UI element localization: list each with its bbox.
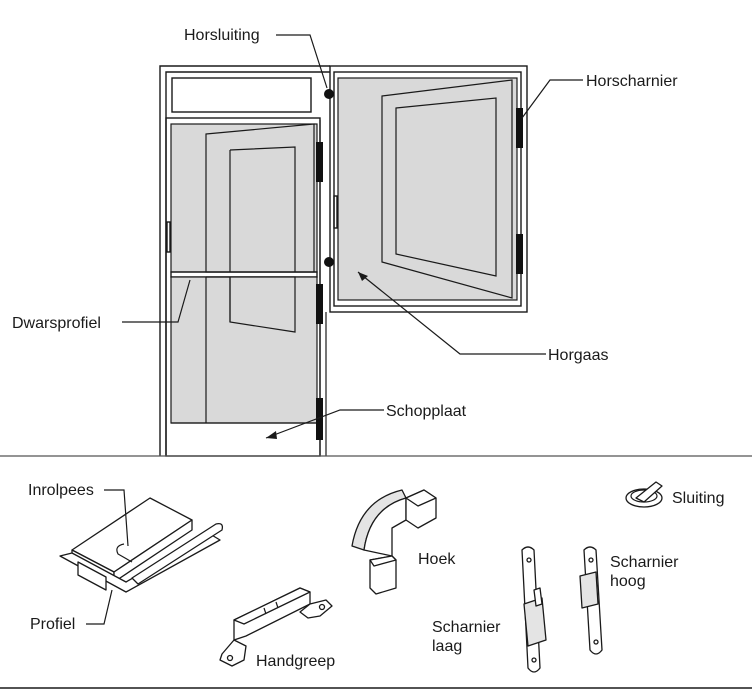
leader-lines-top xyxy=(122,34,583,439)
label-scharnier-laag-2: laag xyxy=(432,638,462,655)
hinge-high-hole-top xyxy=(588,557,594,563)
label-inrolpees: Inrolpees xyxy=(28,482,94,499)
hinge-low-pin xyxy=(533,587,543,607)
hinge-high-knuckle xyxy=(579,571,599,609)
label-scharnier-hoog-2: hoog xyxy=(610,573,646,590)
label-schopplaat: Schopplaat xyxy=(386,403,467,420)
handle-foot-left xyxy=(219,639,247,667)
label-scharnier-laag-1: Scharnier xyxy=(432,619,501,636)
leader-dwarsprofiel xyxy=(122,279,191,323)
corner-part xyxy=(351,489,437,595)
closure-dot-upper xyxy=(324,89,334,99)
handle-bar-top xyxy=(233,587,311,625)
leader-horsluiting xyxy=(276,34,328,89)
leader-inrolpees xyxy=(104,489,129,547)
handle-hole-left xyxy=(226,654,234,662)
hinge-low-part xyxy=(521,546,547,673)
hinge-lower-left xyxy=(316,284,323,324)
door-assembly xyxy=(0,65,752,457)
handle-foot-right xyxy=(299,599,333,619)
arrow-schopplaat xyxy=(266,431,277,439)
profile-rod xyxy=(131,522,224,585)
label-hoek: Hoek xyxy=(418,551,456,568)
corner-arm-down-top xyxy=(369,555,397,567)
corner-body xyxy=(363,497,407,557)
latch-part xyxy=(625,481,663,508)
label-horsluiting: Horsluiting xyxy=(184,27,260,44)
hinge-low-hole-bottom xyxy=(531,657,537,663)
arrow-horgaas xyxy=(358,272,368,281)
hinge-upper-right xyxy=(516,108,523,148)
left-upper-open-sash xyxy=(205,123,315,273)
hinge-low-knuckle xyxy=(523,597,547,647)
label-profiel: Profiel xyxy=(30,616,75,633)
leader-profiel xyxy=(86,589,113,625)
hinge-high-hole-bottom xyxy=(593,639,599,645)
label-horgaas: Horgaas xyxy=(548,347,608,364)
label-handgreep: Handgreep xyxy=(256,653,335,670)
spline-hook xyxy=(116,543,133,563)
latch-lever xyxy=(635,481,663,503)
label-sluiting: Sluiting xyxy=(672,490,724,507)
right-window-frame-inner xyxy=(333,71,522,307)
left-handle xyxy=(166,221,171,253)
label-scharnier-hoog-1: Scharnier xyxy=(610,554,679,571)
handle-grip-mark-2 xyxy=(275,601,279,609)
hinge-high-part xyxy=(579,546,603,655)
corner-arm-right-top xyxy=(405,489,437,507)
leader-horscharnier xyxy=(521,79,583,119)
left-upper-sash-inner xyxy=(229,146,296,272)
hinge-bottom-left xyxy=(316,398,323,440)
profile-channel xyxy=(77,561,107,591)
leader-horgaas xyxy=(357,271,546,355)
label-dwarsprofiel: Dwarsprofiel xyxy=(12,315,101,332)
right-sash-inner xyxy=(395,97,497,277)
leader-schopplaat xyxy=(265,409,384,439)
right-window-frame-outer xyxy=(329,65,528,313)
handle-hole-right xyxy=(318,603,326,611)
crossbar-profile xyxy=(170,271,318,278)
hinge-upper-left xyxy=(316,142,323,182)
profile-part xyxy=(59,497,224,593)
right-open-sash xyxy=(381,79,513,299)
hinge-lower-right xyxy=(516,234,523,274)
transom-panel xyxy=(171,77,312,113)
hinge-low-hole-top xyxy=(526,557,532,563)
door-frame-outer xyxy=(159,65,330,456)
handle-part xyxy=(219,587,333,667)
closure-dot-lower xyxy=(324,257,334,267)
handle-grip-mark xyxy=(263,607,267,615)
label-horscharnier: Horscharnier xyxy=(586,73,678,90)
right-handle xyxy=(333,195,338,229)
